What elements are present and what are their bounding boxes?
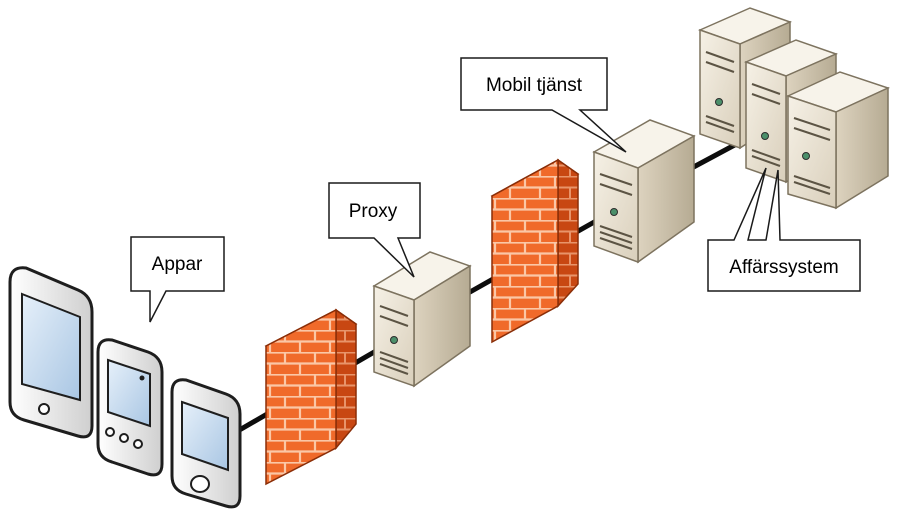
phone-icon bbox=[96, 338, 164, 477]
phone-icon bbox=[170, 378, 242, 509]
firewall-icon bbox=[490, 158, 580, 344]
callout-business-system: Affärssystem bbox=[707, 167, 861, 292]
callout-mobile-service-label: Mobil tjänst bbox=[486, 75, 583, 96]
callout-proxy-label: Proxy bbox=[349, 201, 398, 222]
callout-business-system-label: Affärssystem bbox=[729, 257, 838, 278]
callout-apps: Appar bbox=[130, 236, 225, 323]
server-icon bbox=[592, 119, 696, 264]
server-icon bbox=[372, 251, 472, 388]
tablet-icon bbox=[8, 266, 94, 439]
server-icon bbox=[785, 71, 891, 210]
callout-proxy: Proxy bbox=[328, 182, 421, 278]
firewall-icon bbox=[264, 308, 358, 486]
callout-apps-label: Appar bbox=[152, 254, 203, 275]
callout-mobile-service: Mobil tjänst bbox=[460, 57, 627, 153]
